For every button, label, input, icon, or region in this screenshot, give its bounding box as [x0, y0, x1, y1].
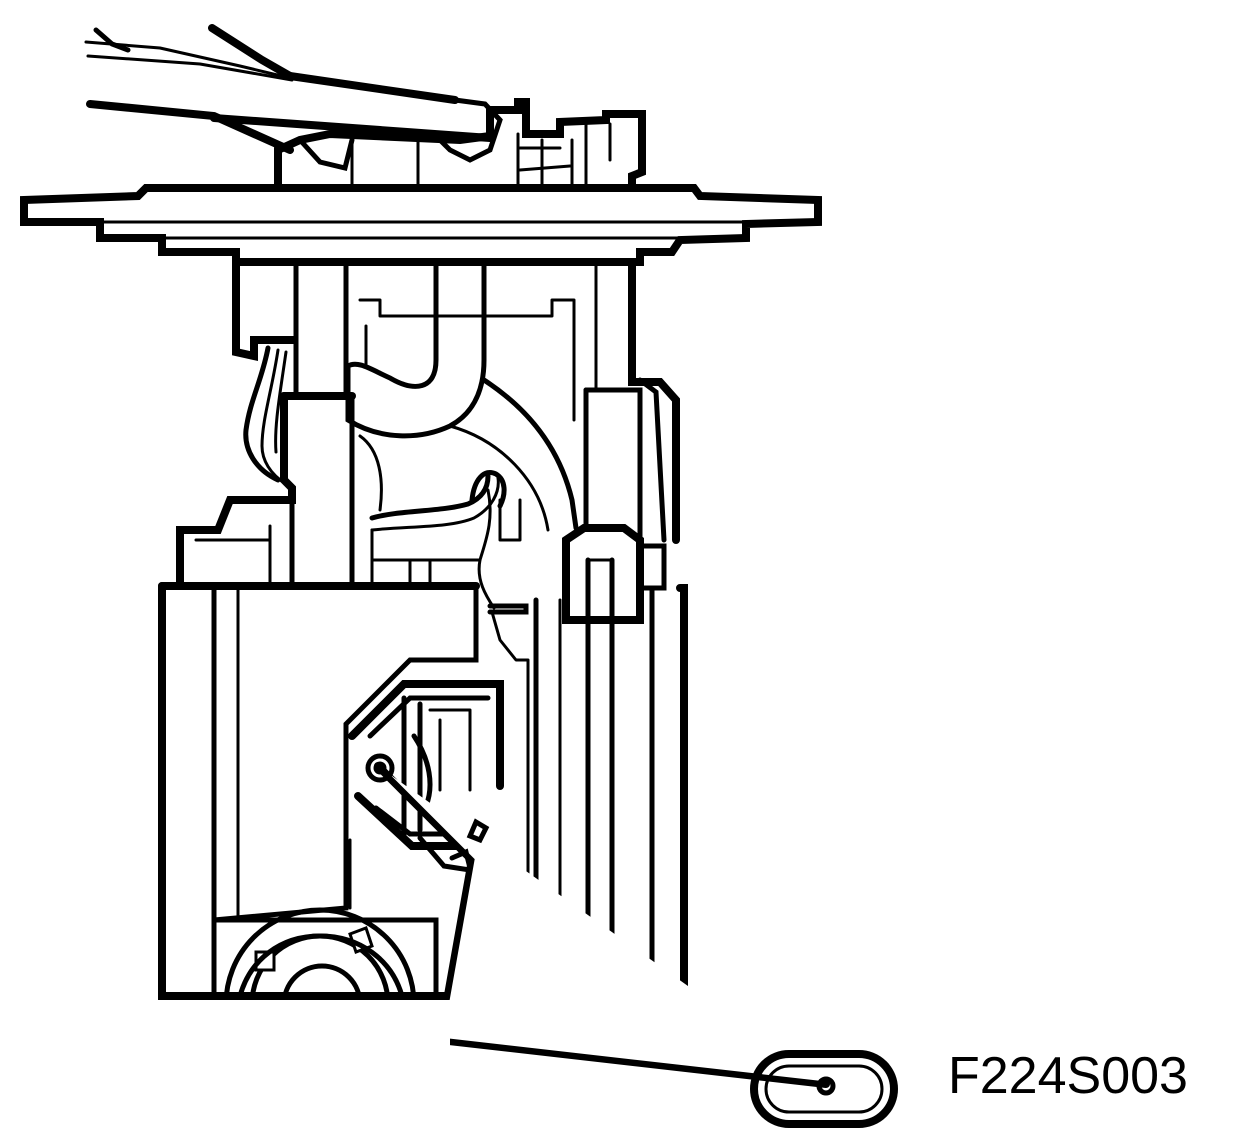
float — [750, 1050, 898, 1128]
fuel-hose — [345, 259, 579, 532]
mounting-flange — [20, 184, 822, 266]
level-sender-housing — [348, 680, 504, 903]
left-wire-bundle — [243, 345, 288, 486]
figure-code-label: F224S003 — [948, 1047, 1188, 1105]
centre-wires — [369, 470, 507, 610]
wiring-harness — [84, 24, 494, 154]
top-cap-connector — [274, 97, 646, 190]
filter-lower-arc — [237, 933, 405, 999]
float-arm — [365, 753, 830, 1088]
upper-housing — [232, 258, 680, 544]
mid-pillars — [176, 387, 643, 589]
canister-bottom-mask — [150, 1000, 450, 1144]
